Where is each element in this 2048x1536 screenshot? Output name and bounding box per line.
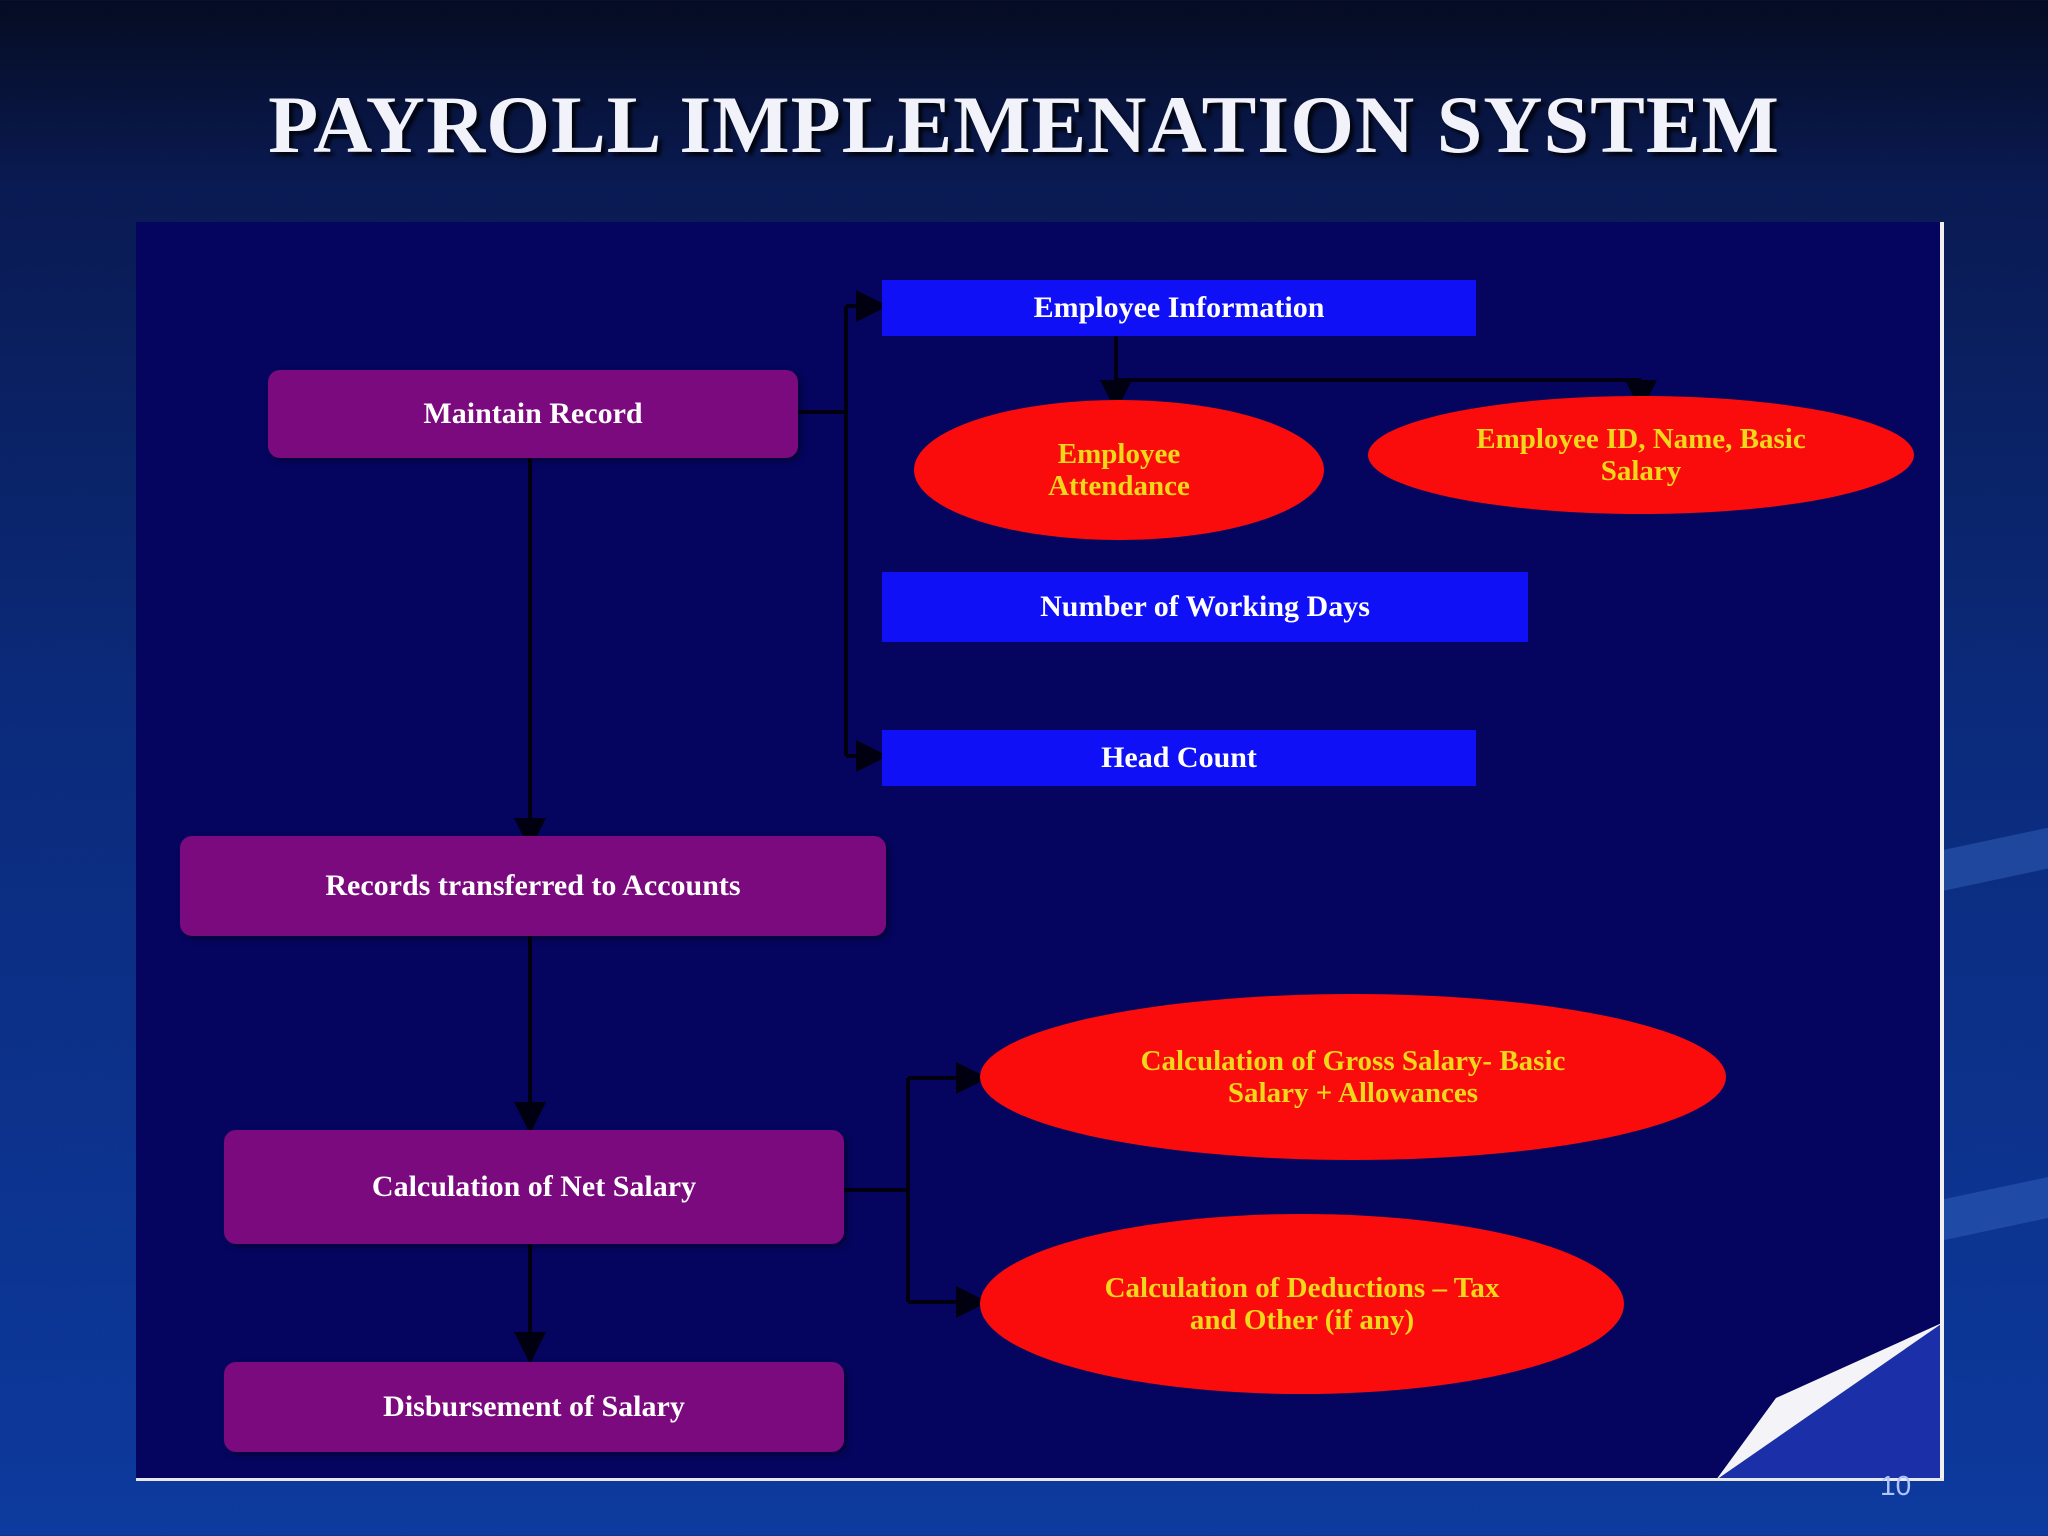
node-maintain-record: Maintain Record — [268, 370, 798, 458]
node-employee-id-name-salary: Employee ID, Name, Basic Salary — [1368, 396, 1914, 514]
node-head-count: Head Count — [882, 730, 1476, 786]
panel-bottom-border — [136, 1478, 1944, 1481]
node-deductions: Calculation of Deductions – Tax and Othe… — [980, 1214, 1624, 1394]
panel-right-border — [1940, 222, 1944, 1480]
node-net-salary: Calculation of Net Salary — [224, 1130, 844, 1244]
node-records-transferred: Records transferred to Accounts — [180, 836, 886, 936]
node-disbursement: Disbursement of Salary — [224, 1362, 844, 1452]
node-employee-attendance: Employee Attendance — [914, 400, 1324, 540]
connector-lines — [514, 290, 1657, 1364]
slide-title: PAYROLL IMPLEMENATION SYSTEM — [268, 79, 1780, 170]
node-gross-salary: Calculation of Gross Salary- Basic Salar… — [980, 994, 1726, 1160]
node-employee-information: Employee Information — [882, 280, 1476, 336]
flowchart-panel: Employee Information Maintain Record Emp… — [136, 222, 1944, 1480]
slide-number: 10 — [1880, 1470, 1912, 1501]
node-number-of-working-days: Number of Working Days — [882, 572, 1528, 642]
